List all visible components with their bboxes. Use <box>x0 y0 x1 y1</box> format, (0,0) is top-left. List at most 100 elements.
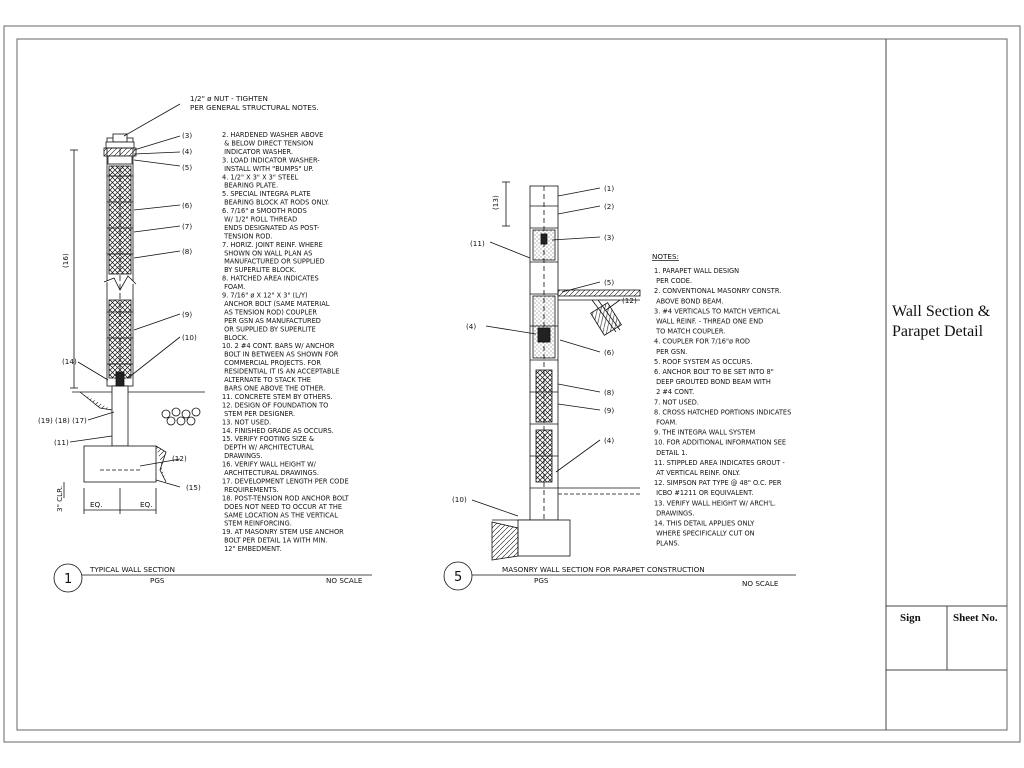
note-line: 13. VERIFY WALL HEIGHT W/ ARCH'L. <box>654 499 776 507</box>
note-line: 3. LOAD INDICATOR WASHER- <box>222 156 320 164</box>
d1-eq-1: EQ. <box>90 500 102 509</box>
note-line: 15. VERIFY FOOTING SIZE & <box>222 435 314 443</box>
detail-1-labels: 1/2" ø NUT - TIGHTEN PER GENERAL STRUCTU… <box>38 94 319 512</box>
note-line: OR SUPPLIED BY SUPERLITE <box>222 325 316 333</box>
note-line: DEEP GROUTED BOND BEAM WITH <box>654 378 771 386</box>
d5-callout-5: (5) <box>604 278 614 287</box>
note-line: BLOCK. <box>222 334 248 342</box>
note-line: MANUFACTURED OR SUPPLIED <box>222 258 325 266</box>
note-line: ABOVE BOND BEAM. <box>654 297 724 305</box>
note-line: 8. HATCHED AREA INDICATES <box>222 275 319 283</box>
d5-callout-11: (11) <box>470 239 485 248</box>
note-line: INSTALL WITH "BUMPS" UP. <box>222 165 313 173</box>
note-line: WHERE SPECIFICALLY CUT ON <box>654 530 755 538</box>
detail-5-title: MASONRY WALL SECTION FOR PARAPET CONSTRU… <box>502 565 705 574</box>
d1-callout-10: (10) <box>182 333 197 342</box>
detail-5-bubble <box>443 561 473 591</box>
sheet-no-label: Sheet No. <box>953 612 998 624</box>
d5-callout-1: (1) <box>604 184 614 193</box>
note-line: TO MATCH COUPLER. <box>654 328 725 336</box>
note-line: BOLT IN BETWEEN AS SHOWN FOR <box>222 351 339 359</box>
d5-callout-4a: (4) <box>466 322 476 331</box>
note-line: 11. CONCRETE STEM BY OTHERS. <box>222 393 333 401</box>
note-line: REQUIREMENTS. <box>222 486 279 494</box>
note-line: 12" EMBEDMENT. <box>222 545 281 553</box>
note-line: BARS ONE ABOVE THE OTHER. <box>222 384 325 392</box>
note-line: RESIDENTIAL IT IS AN ACCEPTABLE <box>222 368 339 376</box>
note-line: 4. COUPLER FOR 7/16"ø ROD <box>654 338 750 346</box>
note-line: 7. HORIZ. JOINT REINF. WHERE <box>222 241 323 249</box>
note-line: COMMERCIAL PROJECTS. FOR <box>222 359 321 367</box>
note-line: ANCHOR BOLT (SAME MATERIAL <box>222 300 330 308</box>
d1-callout-11: (11) <box>54 438 69 447</box>
note-line: BEARING BLOCK AT RODS ONLY. <box>222 199 329 207</box>
detail-1-bubble <box>53 563 83 593</box>
note-line: 4. 1/2" X 3" X 3" STEEL <box>222 173 299 181</box>
d5-callout-8: (8) <box>604 388 614 397</box>
note-line: 14. FINISHED GRADE AS OCCURS. <box>222 427 334 435</box>
detail-1-notes: 2. HARDENED WASHER ABOVE & BELOW DIRECT … <box>222 131 350 553</box>
d5-callout-4b: (4) <box>604 436 614 445</box>
note-line: 5. ROOF SYSTEM AS OCCURS. <box>654 358 753 366</box>
note-line: PLANS. <box>654 540 680 548</box>
d5-callout-3: (3) <box>604 233 614 242</box>
d5-callout-12: (12) <box>622 296 637 305</box>
d1-top-callout-1: 1/2" ø NUT - TIGHTEN <box>190 94 268 103</box>
d1-callout-19-18-17: (19) (18) (17) <box>38 416 87 425</box>
note-line: BOLT PER DETAIL 1A WITH MIN. <box>222 537 327 545</box>
note-line: DEPTH W/ ARCHITECTURAL <box>222 444 314 452</box>
note-line: STEM PER DESIGNER. <box>222 410 295 418</box>
detail-1-title-group: 1 TYPICAL WALL SECTION PGS NO SCALE <box>53 563 372 593</box>
note-line: 19. AT MASONRY STEM USE ANCHOR <box>222 528 344 536</box>
note-line: 5. SPECIAL INTEGRA PLATE <box>222 190 311 198</box>
sheet-title-line2: Parapet Detail <box>892 323 984 340</box>
d1-callout-15: (15) <box>186 483 201 492</box>
detail-5-number: 5 <box>454 570 462 585</box>
note-line: FOAM. <box>654 419 677 427</box>
d1-callout-4: (4) <box>182 147 192 156</box>
detail-1-drawing <box>63 103 205 514</box>
note-line: DOES NOT NEED TO OCCUR AT THE <box>222 503 342 511</box>
note-line: 3. #4 VERTICALS TO MATCH VERTICAL <box>654 307 780 315</box>
note-line: ARCHITECTURAL DRAWINGS. <box>222 469 319 477</box>
note-line: PER CODE. <box>654 277 692 285</box>
note-line: 6. ANCHOR BOLT TO BE SET INTO 8" <box>654 368 774 376</box>
d5-notes-heading: NOTES: <box>652 252 679 261</box>
detail-1-title: TYPICAL WALL SECTION <box>89 565 175 574</box>
note-line: W/ 1/2" ROLL THREAD <box>222 216 297 224</box>
note-line: 9. THE INTEGRA WALL SYSTEM <box>654 429 755 437</box>
note-line: 1. PARAPET WALL DESIGN <box>654 267 739 275</box>
note-line: DETAIL 1. <box>654 449 687 457</box>
note-line: 16. VERIFY WALL HEIGHT W/ <box>222 461 317 469</box>
note-line: 2. CONVENTIONAL MASONRY CONSTR. <box>654 287 781 295</box>
d1-callout-6: (6) <box>182 201 192 210</box>
detail-5-scale: NO SCALE <box>742 579 779 588</box>
note-line: 14. THIS DETAIL APPLIES ONLY <box>654 520 755 528</box>
note-line: 2. HARDENED WASHER ABOVE <box>222 131 323 139</box>
note-line: ICBO #1211 OR EQUIVALENT. <box>654 489 753 497</box>
note-line: AS TENSION ROD) COUPLER <box>222 308 317 316</box>
note-line: PER GSN AS MANUFACTURED <box>222 317 321 325</box>
note-line: WALL REINF. - THREAD ONE END <box>654 318 763 326</box>
note-line: SHOWN ON WALL PLAN AS <box>222 249 312 257</box>
note-line: 10. FOR ADDITIONAL INFORMATION SEE <box>654 439 786 447</box>
note-line: 6. 7/16" ø SMOOTH RODS <box>222 207 307 215</box>
d1-callout-3: (3) <box>182 131 192 140</box>
d1-callout-7: (7) <box>182 222 192 231</box>
sheet-title-line1: Wall Section & <box>892 303 991 320</box>
detail-5-drawing <box>471 181 641 561</box>
d1-top-callout-2: PER GENERAL STRUCTURAL NOTES. <box>190 103 319 112</box>
d5-dim-13: (13) <box>491 195 500 210</box>
outer-border <box>3 25 1021 743</box>
note-line: FOAM. <box>222 283 245 291</box>
note-line: 10. 2 #4 CONT. BARS W/ ANCHOR <box>222 342 335 350</box>
d1-eq-2: EQ. <box>140 500 152 509</box>
detail-1-scale: NO SCALE <box>326 576 363 585</box>
inner-border <box>16 38 1008 731</box>
d5-callout-6: (6) <box>604 348 614 357</box>
detail-5-notes: 1. PARAPET WALL DESIGN PER CODE. 2. CONVE… <box>654 267 791 548</box>
note-line: DRAWINGS. <box>222 452 262 460</box>
detail-1-sub: PGS <box>150 576 165 585</box>
d5-callout-10: (10) <box>452 495 467 504</box>
detail-5-sub: PGS <box>534 576 549 585</box>
